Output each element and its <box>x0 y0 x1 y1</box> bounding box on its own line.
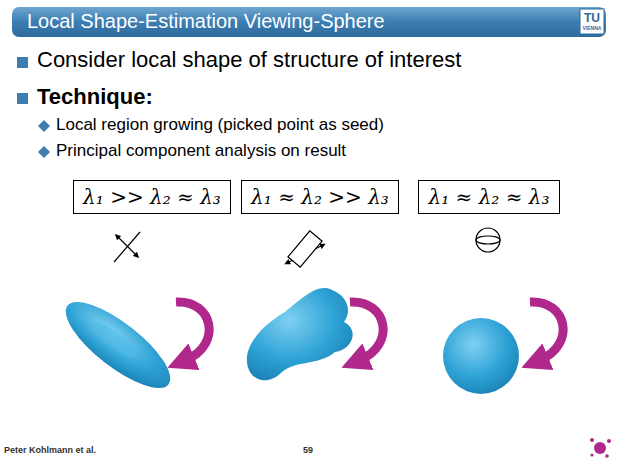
elongated-blob <box>54 288 182 401</box>
line-glyph <box>114 232 140 262</box>
bullet-text: Consider local shape of structure of int… <box>37 49 461 71</box>
eigenvalue-formula: λ₁ ≈ λ₂ >> λ₃ <box>251 185 389 209</box>
sub-bullet-text: Principal component analysis on result <box>56 142 346 159</box>
bullet-square <box>17 93 28 104</box>
rotate-arrow <box>530 302 563 360</box>
footer-author: Peter Kohlmann et al. <box>4 446 96 455</box>
bullet-text: Technique: <box>37 86 153 108</box>
rotate-arrow <box>350 302 383 360</box>
formula-box: λ₁ >> λ₂ ≈ λ₃ <box>73 180 231 214</box>
plane-glyph <box>287 231 323 267</box>
eigenvalue-formula: λ₁ >> λ₂ ≈ λ₃ <box>83 185 221 209</box>
bullet-diamond <box>38 120 50 132</box>
formula-box: λ₁ ≈ λ₂ ≈ λ₃ <box>418 180 559 214</box>
logo-box <box>580 9 604 34</box>
sphere-glyph <box>476 228 500 252</box>
rotate-arrow <box>176 302 209 360</box>
bullet-square <box>17 57 28 68</box>
slide-title: Local Shape-Estimation Viewing-Sphere <box>27 10 385 33</box>
page-number: 59 <box>303 446 313 455</box>
header-bar <box>12 7 606 37</box>
flat-blob <box>247 288 353 380</box>
bullet-diamond <box>38 146 50 158</box>
eigenvalue-formula: λ₁ ≈ λ₂ ≈ λ₃ <box>428 185 549 209</box>
formula-box: λ₁ ≈ λ₂ >> λ₃ <box>241 180 399 214</box>
blob-highlight <box>90 318 140 361</box>
sub-bullet-text: Local region growing (picked point as se… <box>56 116 384 133</box>
logo-text: TU <box>584 12 600 24</box>
splash-logo <box>590 438 611 458</box>
logo-subtext: VIENNA <box>583 26 602 31</box>
sphere-blob <box>443 318 519 394</box>
